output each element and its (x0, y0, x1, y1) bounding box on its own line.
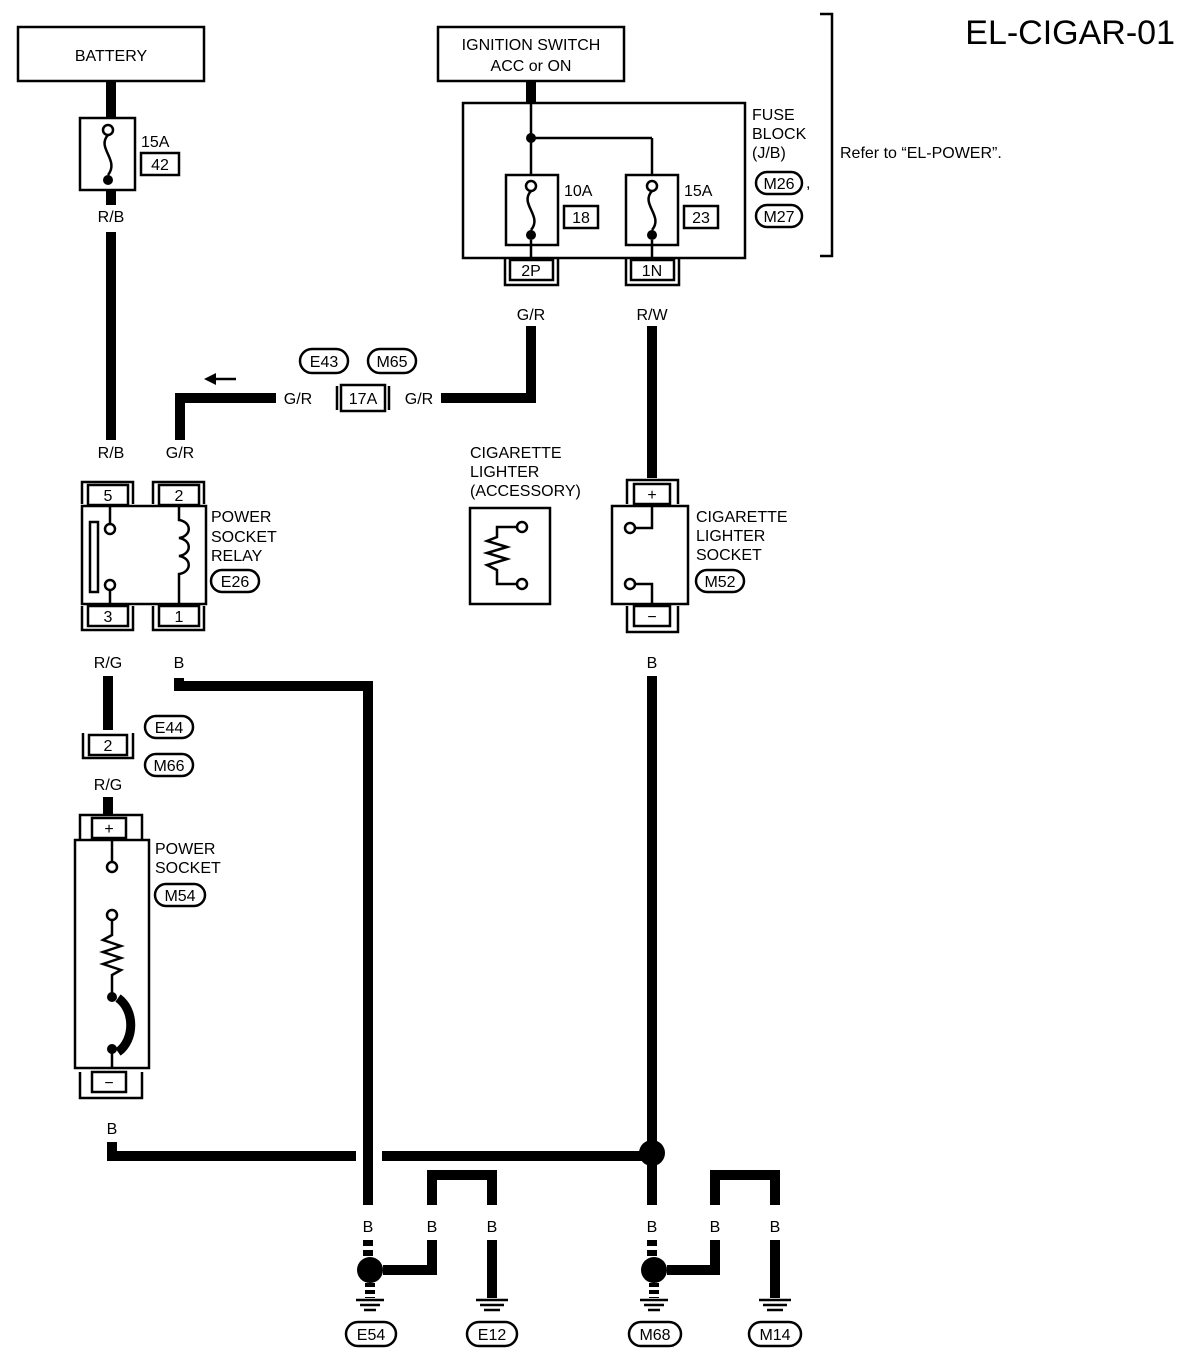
splice-dot-e54 (357, 1257, 383, 1283)
wire-label-b-g2: B (427, 1219, 438, 1236)
ignition-switch-box: IGNITION SWITCH ACC or ON (436, 25, 626, 83)
relay-terminal-5: 5 (104, 488, 113, 505)
relay-line1: POWER (211, 509, 271, 526)
wire-label-b-socket: B (107, 1121, 118, 1138)
power-bracket (820, 12, 834, 258)
ground-m68: M68 (639, 1327, 670, 1344)
connector-e43: E43 (310, 354, 339, 371)
wire-gr-right (441, 326, 536, 403)
cig-lighter-socket: + − (610, 478, 690, 634)
cig-lighter-accessory (468, 506, 552, 606)
wire-label-b-g5: B (710, 1219, 721, 1236)
power-socket-connector-m54: M54 (164, 888, 195, 905)
fuse-block-line2: BLOCK (752, 126, 807, 143)
wire-b-socket-left (107, 1142, 356, 1161)
connector-m65: M65 (376, 354, 407, 371)
fuse-15a-b-number: 23 (692, 210, 710, 227)
wire-label-rg-2: R/G (94, 777, 122, 794)
cig-accessory-line2: LIGHTER (470, 464, 539, 481)
power-socket-relay: 5 2 3 1 (80, 480, 208, 632)
fuse-block-connector-m27: M27 (763, 209, 794, 226)
fuse-10a-number: 18 (572, 210, 590, 227)
terminal-1n: 1N (624, 258, 681, 287)
svg-text:1N: 1N (642, 263, 662, 280)
power-socket-line2: SOCKET (155, 860, 221, 877)
cig-socket-plus: + (647, 487, 656, 504)
fuse-block-line1: FUSE (752, 107, 795, 124)
splice-dot (639, 1140, 665, 1166)
ground-symbol-e54-icon (356, 1298, 384, 1312)
splice-dot-m68 (641, 1257, 667, 1283)
wire-label-b-cig: B (647, 655, 658, 672)
ground-symbol-e12-icon (476, 1298, 508, 1312)
ground-symbol-m68-icon (640, 1298, 668, 1312)
fuse-15a-b-rating: 15A (684, 183, 713, 200)
power-socket-minus: − (104, 1075, 113, 1092)
wire-b-m14-loop (710, 1170, 780, 1205)
wire-label-b-g3: B (487, 1219, 498, 1236)
battery-label: BATTERY (75, 48, 148, 65)
arrow-left-icon (204, 373, 236, 385)
connector-m66: M66 (153, 758, 184, 775)
fuse-15a-battery-number: 42 (151, 157, 169, 174)
fuse-block: 10A 18 15A 23 (461, 101, 747, 260)
wire-label-gr-1: G/R (517, 307, 545, 324)
ground-m14: M14 (759, 1327, 790, 1344)
fuse-block-line3: (J/B) (752, 145, 786, 162)
cig-socket-line2: LIGHTER (696, 528, 765, 545)
wire-label-b-g6: B (770, 1219, 781, 1236)
cig-accessory-line1: CIGARETTE (470, 445, 562, 462)
ignition-switch-line1: IGNITION SWITCH (462, 37, 601, 54)
power-socket-plus: + (104, 821, 113, 838)
refer-note: Refer to “EL-POWER”. (840, 145, 1002, 162)
cig-socket-connector-m52: M52 (704, 574, 735, 591)
wire-label-gr-3: G/R (284, 391, 312, 408)
ground-e54: E54 (357, 1327, 386, 1344)
battery-box: BATTERY (16, 25, 206, 83)
svg-text:2P: 2P (521, 263, 541, 280)
wire-label-b-relay: B (174, 655, 185, 672)
relay-line2: SOCKET (211, 529, 277, 546)
svg-text:17A: 17A (349, 391, 378, 408)
relay-terminal-2: 2 (175, 488, 184, 505)
wire-label-b-g4: B (647, 1219, 658, 1236)
wire-e54-to-e12-loop (383, 1240, 437, 1275)
terminal-2p: 2P (503, 258, 560, 287)
wire-b-relay-e54 (174, 678, 373, 1205)
diagram-code: EL-CIGAR-01 (965, 14, 1175, 52)
wire-label-rg-1: R/G (94, 655, 122, 672)
cig-socket-line3: SOCKET (696, 547, 762, 564)
relay-terminal-3: 3 (104, 609, 113, 626)
wire-b-e12-loop (427, 1170, 497, 1205)
relay-terminal-1: 1 (175, 609, 184, 626)
fuse-block-connector-m26: M26 (763, 176, 794, 193)
joint-connector-17a: 17A (335, 383, 391, 413)
wire-label-gr-2: G/R (405, 391, 433, 408)
wire-label-gr-4: G/R (166, 445, 194, 462)
power-socket-line1: POWER (155, 841, 215, 858)
wire-label-b-g1: B (363, 1219, 374, 1236)
wire-label-rw: R/W (636, 307, 668, 324)
connector-e44: E44 (155, 720, 184, 737)
wire-label-rb-2: R/B (98, 445, 125, 462)
fuse-10a-rating: 10A (564, 183, 593, 200)
wire-m68-to-m14-loop (667, 1240, 720, 1275)
cig-accessory-line3: (ACCESSORY) (470, 483, 581, 500)
cig-socket-line1: CIGARETTE (696, 509, 788, 526)
relay-line3: RELAY (211, 548, 263, 565)
fuse-15a-battery: 15A 42 (78, 116, 181, 192)
ground-symbol-m14-icon (759, 1298, 791, 1312)
cig-socket-minus: − (647, 609, 656, 626)
svg-text:2: 2 (104, 738, 113, 755)
relay-connector-e26: E26 (221, 574, 250, 591)
fuse-block-comma: , (806, 175, 810, 192)
ignition-switch-line2: ACC or ON (491, 58, 572, 75)
wire-gr-left (175, 393, 276, 440)
fuse-15a-battery-rating: 15A (141, 134, 170, 151)
ground-e12: E12 (478, 1327, 507, 1344)
joint-connector-2: 2 (81, 733, 135, 760)
power-socket: + − (73, 813, 151, 1100)
wire-label-rb-1: R/B (98, 209, 125, 226)
